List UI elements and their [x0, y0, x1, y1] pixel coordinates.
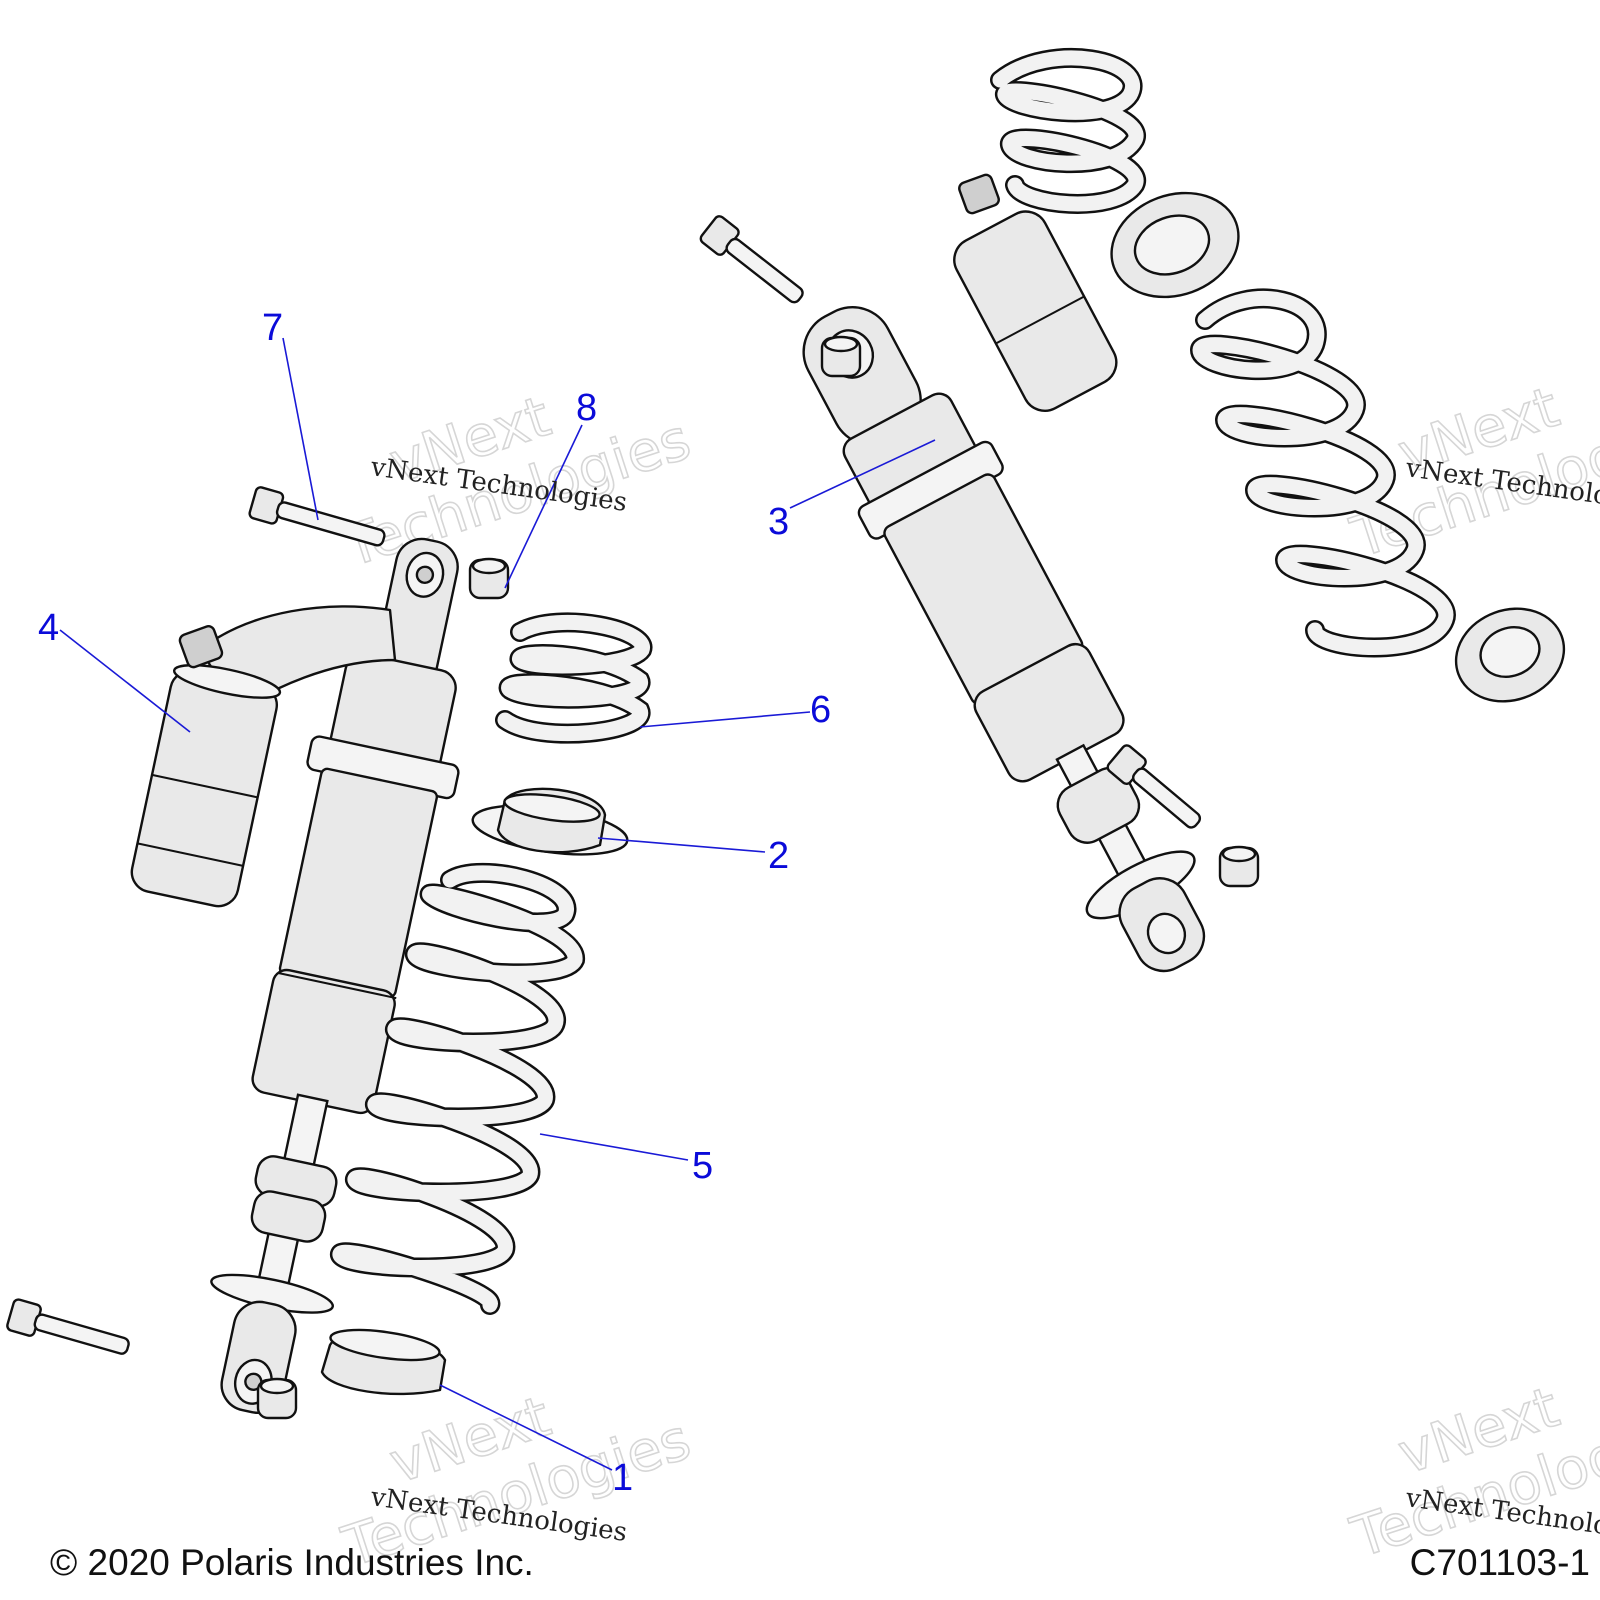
leader-4	[59, 629, 191, 733]
leader-3	[789, 439, 936, 509]
right-spring-seat-lower	[1454, 607, 1566, 703]
leader-2	[597, 837, 766, 853]
leader-7	[282, 337, 319, 521]
left-shock-body	[210, 537, 460, 1414]
callout-labels: 1 2 3 4 5 6 7 8	[38, 307, 831, 1499]
left-upper-nut	[468, 557, 510, 600]
right-upper-nut	[820, 335, 862, 378]
right-upper-bolt	[699, 215, 804, 304]
right-lower-nut	[1218, 845, 1260, 888]
diagram-code: C701103-1	[1410, 1542, 1590, 1583]
callout-3: 3	[768, 501, 789, 543]
leader-lines	[59, 337, 936, 1471]
callout-8: 8	[576, 387, 597, 429]
callout-2: 2	[768, 835, 789, 877]
leader-8	[504, 424, 583, 589]
callout-5: 5	[692, 1145, 713, 1187]
spring-seat-lower	[320, 1328, 447, 1396]
right-lower-bolt	[1106, 744, 1202, 829]
callout-6: 6	[810, 689, 831, 731]
leader-6	[639, 711, 811, 728]
callout-1: 1	[612, 1457, 633, 1499]
left-reservoir-cap	[178, 625, 224, 669]
right-spring-long	[1189, 288, 1456, 658]
left-lower-nut	[256, 1377, 298, 1420]
leader-5	[539, 1133, 689, 1161]
spring-seat-middle	[471, 787, 629, 856]
left-lower-bolt	[6, 1298, 130, 1355]
spring-long	[329, 862, 585, 1315]
spring-short	[495, 612, 653, 744]
right-reservoir-cap	[958, 173, 1000, 215]
right-reservoir	[953, 210, 1118, 412]
copyright-text: © 2020 Polaris Industries Inc.	[50, 1542, 534, 1583]
callout-7: 7	[262, 307, 283, 349]
callout-4: 4	[38, 607, 59, 649]
leader-1	[439, 1384, 613, 1471]
left-reservoir	[130, 664, 282, 908]
right-spring-short	[990, 47, 1146, 214]
left-upper-bolt	[248, 486, 386, 547]
right-spring-seat-upper	[1110, 191, 1240, 299]
right-shock-body	[802, 306, 1206, 973]
